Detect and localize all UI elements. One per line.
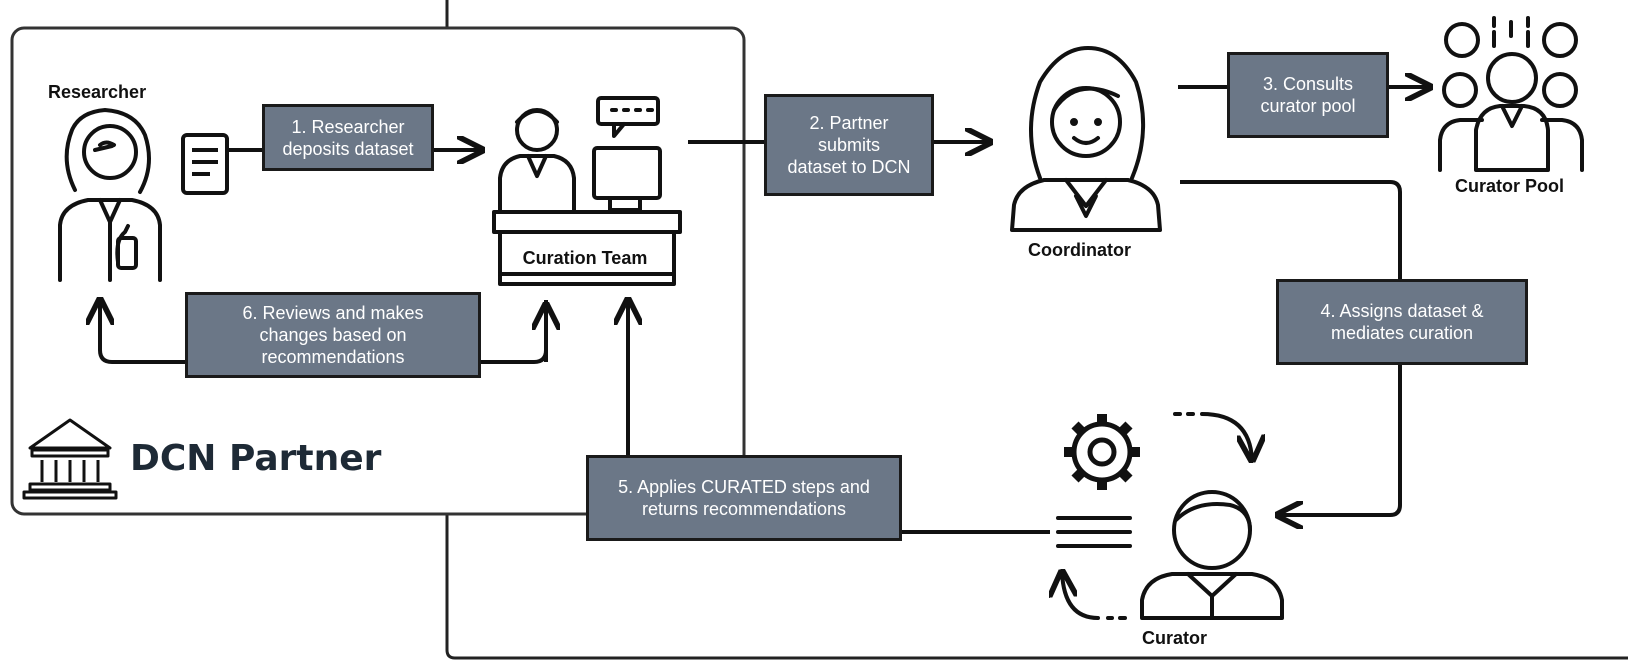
- process-arrows-icon: [1058, 412, 1252, 620]
- step3-box: 3. Consults curator pool: [1227, 52, 1389, 138]
- curator-label: Curator: [1142, 628, 1208, 648]
- step5-box: 5. Applies CURATED steps and returns rec…: [586, 455, 902, 541]
- step2-text: 2. Partner submits dataset to DCN: [787, 113, 911, 177]
- step1-text: 1. Researcher deposits dataset: [282, 116, 414, 159]
- step5-text: 5. Applies CURATED steps and returns rec…: [618, 477, 870, 519]
- researcher-icon: [58, 108, 162, 282]
- step3-text: 3. Consults curator pool: [1260, 74, 1356, 116]
- curator-icon: [1140, 490, 1284, 620]
- step2-box: 2. Partner submits dataset to DCN: [764, 94, 934, 196]
- step1-box: 1. Researcher deposits dataset: [262, 104, 434, 171]
- gear-icon: [1064, 414, 1140, 490]
- step4-box: 4. Assigns dataset & mediates curation: [1276, 279, 1528, 365]
- document-icon: [181, 133, 229, 195]
- curator-pool-icon: [1438, 16, 1584, 172]
- curation-team-label: Curation Team: [522, 248, 648, 268]
- curation-team-icon: [492, 96, 682, 286]
- step6-box: 6. Reviews and makes changes based on re…: [185, 292, 481, 378]
- coordinator-label: Coordinator: [1028, 240, 1131, 260]
- dcn-partner-title: DCN Partner: [130, 438, 382, 479]
- researcher-label: Researcher: [48, 82, 147, 102]
- step6-text: 6. Reviews and makes changes based on re…: [242, 303, 424, 367]
- coordinator-icon: [1010, 46, 1162, 232]
- curator-pool-label: Curator Pool: [1455, 176, 1565, 196]
- dcn-frame: [445, 0, 1628, 660]
- step4-text: 4. Assigns dataset & mediates curation: [1320, 301, 1484, 343]
- institution-icon: [22, 418, 118, 500]
